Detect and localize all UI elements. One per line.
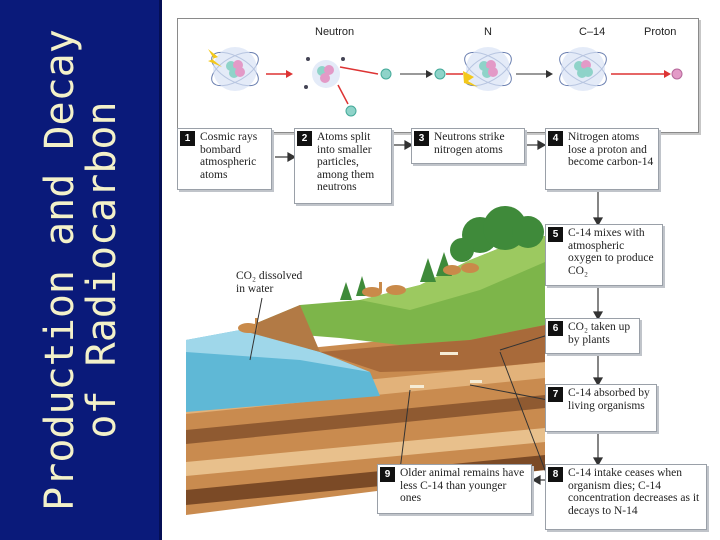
step-8-number: 8 [548,467,563,482]
lake-surface [186,330,370,372]
strata-layer-3 [186,428,545,476]
step-9-box: 9 Older animal remains have less C-14 th… [377,464,532,514]
step-3-number: 3 [414,131,429,146]
flow-arrows [275,139,604,486]
step-6-text: CO₂ taken up by plants [568,321,631,346]
step-6-box: 6 CO₂ taken up by plants [545,318,640,354]
atom-process-panel: Neutron N C–14 Proton [177,18,699,133]
carbon-14-atom-icon [559,47,607,91]
carbon-14-label: C–14 [579,26,606,38]
step-3-box: 3 Neutrons strike nitrogen atoms [411,128,525,164]
step-8-text: C-14 intake ceases when organism dies; C… [568,467,700,517]
atom-process-diagram [208,47,683,117]
step-9-number: 9 [380,467,395,482]
step-6-number: 6 [548,321,563,336]
step-5-number: 5 [548,227,563,242]
step-2-box: 2 Atoms split into smaller particles, am… [294,128,392,204]
step-2-text: Atoms split into smaller particles, amon… [317,131,375,193]
step-5-box: 5 C-14 mixes with atmospheric oxygen to … [545,224,663,286]
neutron-label: Neutron [315,26,355,38]
step-7-box: 7 C-14 absorbed by living organisms [545,384,657,432]
fossil-remains [410,352,482,388]
co2-dissolved-label: CO₂ dissolved in water [236,270,303,295]
proton-label: Proton [644,26,677,38]
step-4-box: 4 Nitrogen atoms lose a proton and becom… [545,128,659,190]
soil-cut [320,325,545,372]
step-8-box: 8 C-14 intake ceases when organism dies;… [545,464,707,530]
step-2-number: 2 [297,131,312,146]
step-3-text: Neutrons strike nitrogen atoms [434,131,505,156]
step-1-number: 1 [180,131,195,146]
step-7-number: 7 [548,387,563,402]
step-4-number: 4 [548,131,563,146]
split-atom-icon [304,57,345,89]
nitrogen-atom-icon [463,47,512,91]
shore-cliff [240,305,320,352]
title-sidebar: Production and Decay of Radiocarbon [0,0,162,540]
strata-layer-2 [186,395,545,444]
step-9-text: Older animal remains have less C-14 than… [400,467,525,504]
pointer-lines [249,297,549,479]
atom-1-icon [208,47,259,91]
step-1-box: 1 Cosmic rays bombard atmospheric atoms [177,128,272,190]
step-7-text: C-14 absorbed by living organisms [568,387,650,412]
step-4-text: Nitrogen atoms lose a proton and become … [568,131,654,168]
step-5-text: C-14 mixes with atmospheric oxygen to pr… [568,227,654,277]
deer [238,263,479,333]
nitrogen-label: N [484,26,492,38]
step-1-text: Cosmic rays bombard atmospheric atoms [200,131,258,181]
